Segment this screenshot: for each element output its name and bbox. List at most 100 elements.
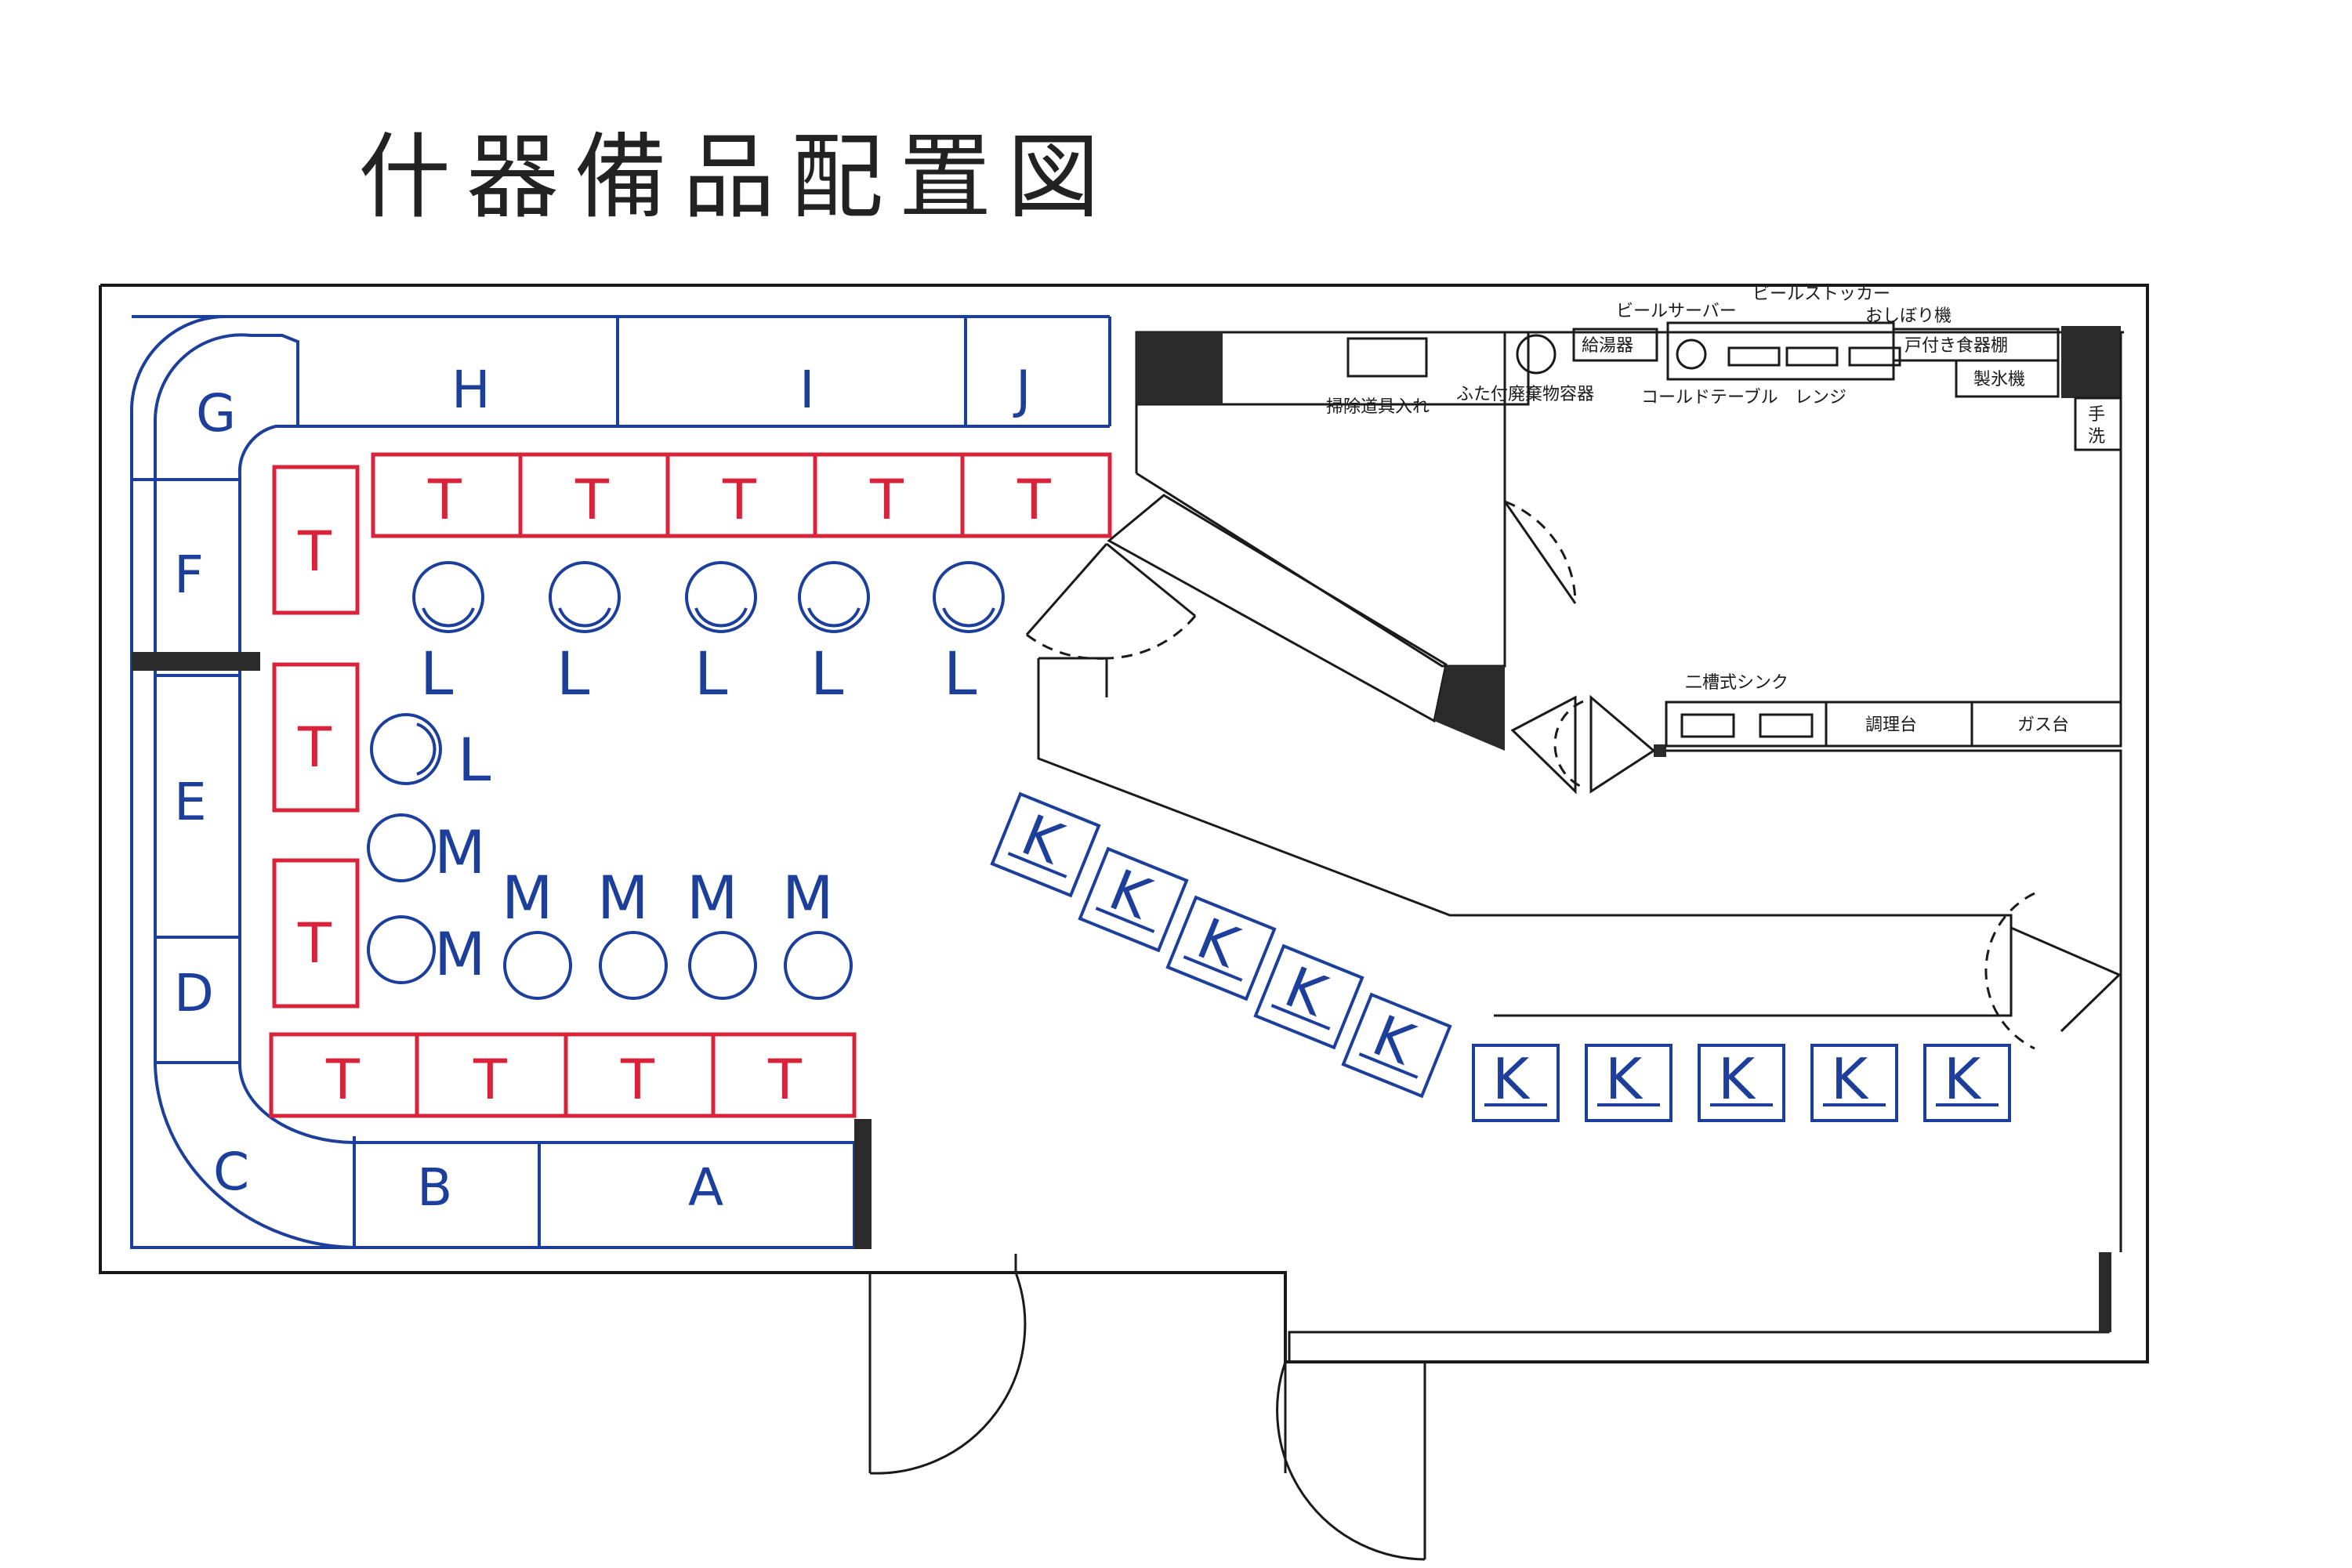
cleaning-storage-box (1346, 337, 1428, 378)
seat-label-c: C (213, 1142, 249, 1202)
chairs-m: M M M M M M (367, 813, 853, 1000)
svg-text:K: K (1013, 802, 1073, 877)
seat-label-a: A (688, 1157, 723, 1218)
table-label: T (297, 911, 332, 976)
svg-text:K: K (1605, 1046, 1644, 1112)
table-row-bottom (269, 1032, 857, 1118)
chair-m-label: M (434, 817, 486, 887)
table-label: T (574, 468, 609, 532)
ice-maker-box (1955, 359, 2060, 398)
chair-m-label: M (502, 863, 553, 932)
chair-m-label: M (434, 919, 486, 989)
counter-seat-k: K (990, 791, 1101, 898)
table-left-2 (272, 662, 360, 813)
seat-label-h: H (451, 360, 491, 420)
table-row-top (371, 452, 1112, 538)
tables: T T T T T T T T T T T T (269, 452, 1112, 1118)
entrance-door-left (868, 1254, 1027, 1475)
waste-bin-label: ふた付廃棄物容器 (1456, 385, 1594, 404)
counter-seat-k: K (1165, 895, 1277, 1001)
counter-seat-k: K (1078, 846, 1189, 953)
chairs-l: L L L L L L (370, 561, 1005, 795)
oshibori-box (1848, 346, 1901, 367)
beer-server-label: ビールサーバー (1616, 302, 1737, 321)
svg-text:K: K (1831, 1046, 1869, 1112)
table-left-3 (272, 858, 360, 1009)
table-label: T (620, 1048, 654, 1112)
svg-text:K: K (1364, 1002, 1424, 1077)
table-label: T (767, 1048, 802, 1112)
chair-l-label: L (458, 725, 491, 795)
table-label: T (297, 520, 332, 584)
counter-seat-k: K (1253, 943, 1364, 1050)
seat-group-labels: A B C D E F G H I J (174, 360, 1031, 1218)
kitchen-walls (1037, 326, 2124, 1252)
chair-l-label: L (810, 639, 843, 708)
gas-stove-label: ガス台 (2017, 715, 2069, 735)
cold-table-label: コールドテーブル (1641, 388, 1778, 407)
handwash-label-1: 手 (2088, 405, 2105, 425)
range-label: レンジ (1795, 388, 1846, 407)
sink-basin-2 (1759, 713, 1814, 738)
page-title: 什器備品配置図 (357, 123, 1115, 231)
counter-seat-k: K (1585, 1044, 1672, 1122)
beer-stocker-box (1727, 346, 1781, 367)
seat-label-d: D (174, 963, 214, 1023)
chair-m-label: M (687, 863, 738, 932)
sink-label: 二槽式シンク (1685, 673, 1788, 693)
table-label: T (473, 1048, 507, 1112)
beer-server-icon (1676, 339, 1707, 370)
counter-seat-k: K (1698, 1044, 1785, 1122)
counter-seat-k: K (1923, 1044, 2011, 1122)
sink-basin-1 (1680, 713, 1735, 738)
ice-maker-label: 製氷機 (1973, 370, 2025, 389)
kitchen-doors (1025, 500, 2122, 1050)
table-label: T (297, 715, 332, 780)
svg-text:K: K (1276, 954, 1336, 1029)
counter-seats: K K K K K K K (990, 791, 2011, 1122)
seat-label-i: I (799, 360, 814, 420)
svg-text:K: K (1944, 1046, 1982, 1112)
seat-label-f: F (174, 545, 204, 605)
oshibori-label: おしぼり機 (1865, 306, 1952, 326)
counter-seat-k: K (1341, 992, 1452, 1099)
water-heater-label: 給湯器 (1582, 336, 1633, 356)
svg-text:K: K (1100, 856, 1161, 932)
seat-label-b: B (417, 1157, 452, 1218)
counter-seat-k: K (1472, 1044, 1560, 1122)
beer-stocker-label: ビールストッカー (1752, 284, 1890, 304)
counter-seat-k: K (1810, 1044, 1898, 1122)
chair-l-label: L (944, 639, 977, 708)
table-label: T (869, 468, 904, 532)
chair-m-label: M (597, 863, 649, 932)
table-left-1 (272, 465, 360, 615)
prep-table-label: 調理台 (1865, 715, 1917, 735)
chair-l-label: L (694, 639, 727, 708)
table-label: T (1017, 468, 1051, 532)
chair-m-label: M (782, 863, 834, 932)
entrance-door-right (1276, 1356, 1426, 1561)
kitchen-equipment: 掃除道具入れ ふた付廃棄物容器 給湯器 ビールサーバー ビールストッカー おしぼ… (1326, 284, 2122, 748)
svg-text:K: K (1188, 905, 1248, 980)
chair-l-label: L (420, 639, 453, 708)
seat-label-e: E (174, 772, 207, 832)
table-label: T (325, 1048, 360, 1112)
svg-text:K: K (1492, 1046, 1531, 1112)
waste-bin-icon (1516, 334, 1557, 375)
cupboard-label: 戸付き食器棚 (1904, 336, 2008, 356)
seat-label-g: G (196, 383, 236, 444)
sink-counter-box (1665, 701, 2122, 748)
bench-seating (130, 315, 1111, 1249)
handwash-label-2: 洗 (2088, 427, 2105, 447)
table-label: T (722, 468, 756, 532)
chair-l-label: L (556, 639, 589, 708)
table-label: T (427, 468, 462, 532)
cleaning-storage-label: 掃除道具入れ (1326, 397, 1430, 417)
water-heater-box (1572, 328, 1658, 362)
svg-text:K: K (1718, 1046, 1756, 1112)
range-box (1785, 346, 1839, 367)
seat-label-j: J (1013, 360, 1031, 420)
wall-post-a (854, 1119, 872, 1249)
handwash-box (2074, 397, 2122, 451)
